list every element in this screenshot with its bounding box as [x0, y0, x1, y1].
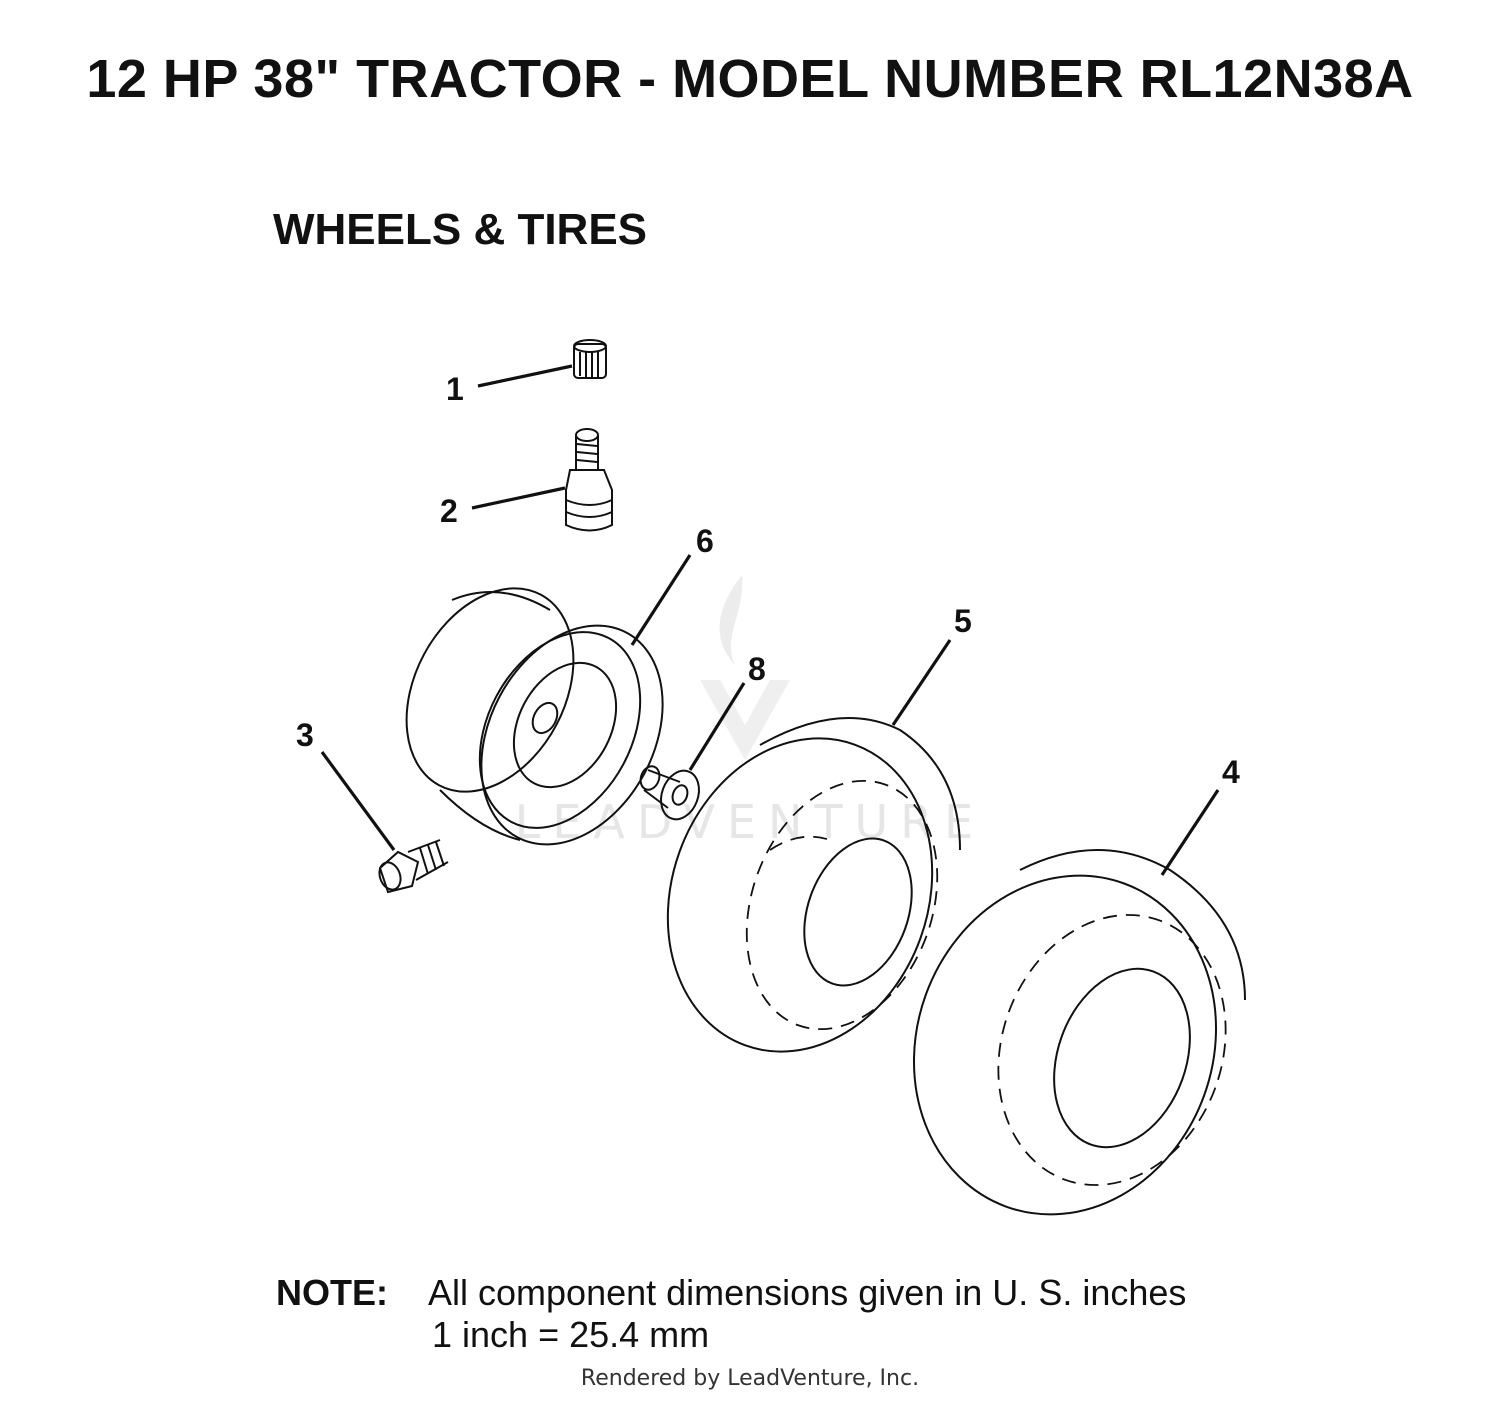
part-valve-stem[interactable]	[565, 428, 613, 532]
leader-line-6	[630, 554, 692, 646]
page-title: 12 HP 38" TRACTOR - MODEL NUMBER RL12N38…	[86, 49, 1414, 109]
callout-3[interactable]: 3	[296, 717, 314, 753]
leader-line-5	[891, 639, 952, 726]
part-tire-front[interactable]	[625, 701, 975, 1089]
leader-line-4	[1160, 789, 1220, 876]
callout-4[interactable]: 4	[1222, 754, 1240, 790]
dimension-note: NOTE: All component dimensions given in U…	[276, 1272, 1186, 1356]
note-line-1: NOTE: All component dimensions given in U…	[276, 1272, 1186, 1314]
part-rim[interactable]	[373, 559, 699, 875]
leader-line-1	[477, 364, 573, 388]
leader-line-3	[320, 751, 396, 851]
section-title: WHEELS & TIRES	[273, 205, 648, 254]
note-text: All component dimensions given in U. S. …	[428, 1272, 1187, 1313]
callout-5[interactable]: 5	[954, 603, 972, 639]
part-tire-rear[interactable]	[867, 833, 1263, 1257]
leader-line-8	[688, 682, 746, 771]
callout-1[interactable]: 1	[446, 371, 464, 407]
leader-line-2	[471, 486, 566, 510]
watermark-flame-icon	[719, 575, 743, 665]
part-bolt[interactable]	[376, 839, 449, 894]
watermark: LEADVENTURE	[515, 575, 986, 849]
note-label: NOTE:	[276, 1272, 388, 1313]
callout-2[interactable]: 2	[440, 493, 458, 529]
callout-6[interactable]: 6	[696, 523, 714, 559]
part-valve-cap[interactable]	[573, 339, 607, 379]
watermark-text: LEADVENTURE	[515, 795, 986, 849]
callout-8[interactable]: 8	[748, 651, 766, 687]
watermark-chevron-icon	[700, 680, 790, 760]
note-line-2: 1 inch = 25.4 mm	[432, 1314, 710, 1355]
part-bushing[interactable]	[637, 764, 705, 825]
render-credit: Rendered by LeadVenture, Inc.	[580, 1366, 920, 1391]
